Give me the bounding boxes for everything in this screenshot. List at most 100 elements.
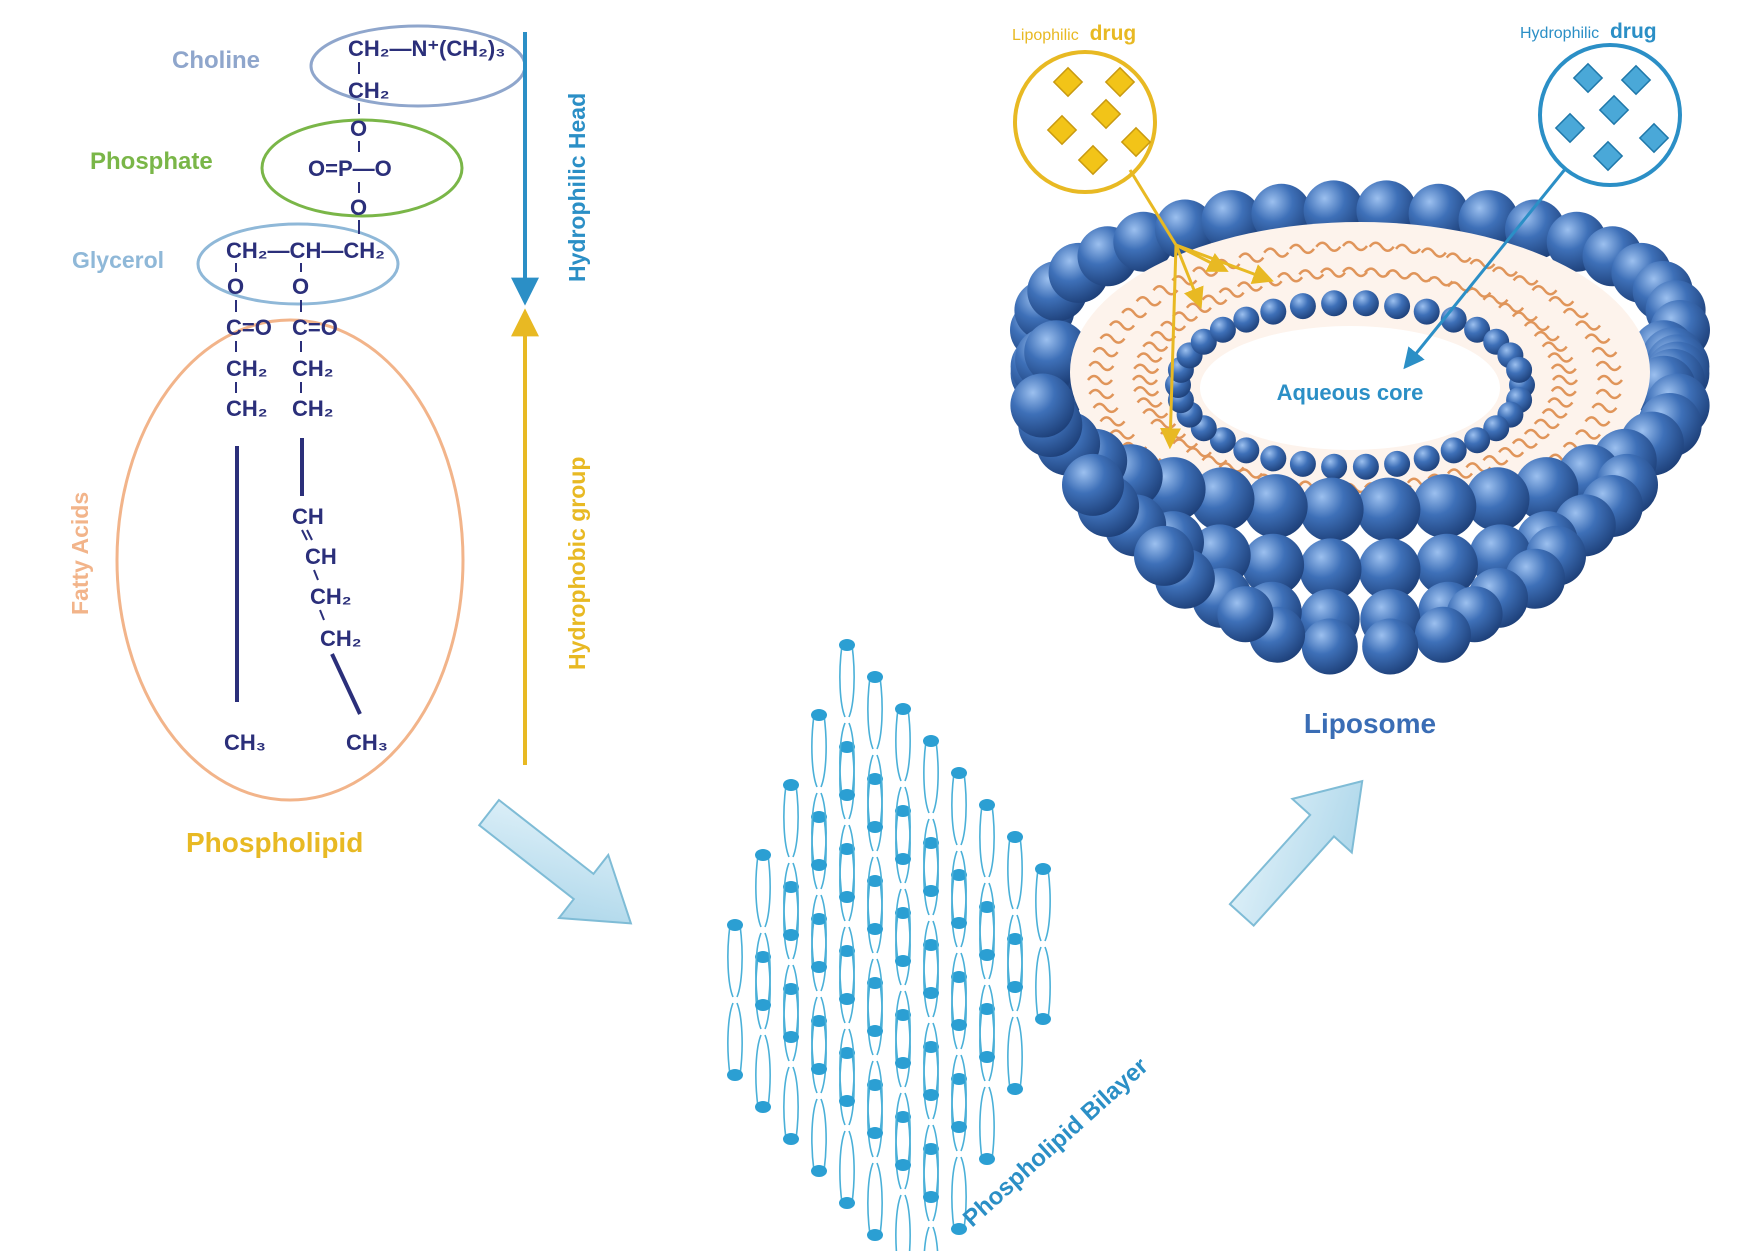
lipid-tail xyxy=(1099,416,1126,427)
lipid-tail xyxy=(1087,374,1113,386)
lipid-head xyxy=(811,913,827,925)
lipid-head xyxy=(811,1015,827,1027)
lipid-head xyxy=(951,869,967,881)
lipid-tail-pair xyxy=(839,824,855,898)
lipid-head xyxy=(1007,981,1023,993)
ch3-left: CH₃ xyxy=(224,730,266,755)
oxygen-right: O xyxy=(292,274,309,299)
lipid-tail-pair xyxy=(895,786,911,860)
lipophilic-molecule xyxy=(1120,126,1152,158)
lipid-head-sphere xyxy=(1243,474,1308,539)
lipid-tail-pair xyxy=(727,924,743,998)
lipophilic-drug: Lipophilic drug xyxy=(1012,22,1274,450)
lipid-tail-pair xyxy=(895,708,911,782)
lipid-tail xyxy=(1099,333,1126,344)
lipophilic-prefix: Lipophilic xyxy=(1012,27,1079,44)
lipid-head xyxy=(923,735,939,747)
lipid-tail-pair xyxy=(951,952,967,1026)
lipid-tail-pair xyxy=(783,886,799,960)
lipid-head xyxy=(895,1159,911,1171)
lipid-head xyxy=(867,821,883,833)
lipid-head xyxy=(951,917,967,929)
lipid-tail-pair xyxy=(1035,868,1051,942)
lipid-tail-pair xyxy=(867,1060,883,1134)
choline-ch2: CH₂ xyxy=(348,78,390,103)
lipid-tail-pair xyxy=(839,746,855,820)
lipid-head-sphere xyxy=(1299,538,1362,601)
lipid-tail-pair xyxy=(783,784,799,858)
lipid-tail xyxy=(1185,447,1212,458)
lipid-head xyxy=(839,741,855,753)
inner-lipid-head xyxy=(1413,445,1440,472)
phosphate-ellipse xyxy=(260,118,464,218)
lipophilic-pointer xyxy=(1175,243,1229,272)
lipid-head xyxy=(839,1095,855,1107)
hydrophilic-drug-label: Hydrophilic drug xyxy=(1520,20,1657,43)
lipid-tail xyxy=(1298,269,1325,280)
lipid-tail xyxy=(1575,320,1601,331)
lipid-tail xyxy=(1597,374,1623,386)
lipid-tail-pair xyxy=(811,996,827,1070)
lipid-head xyxy=(839,891,855,903)
carbonyl-right: C=O xyxy=(292,315,338,340)
inner-lipid-head xyxy=(1260,445,1287,472)
lipid-tail xyxy=(1498,302,1525,313)
lipid-head xyxy=(783,983,799,995)
hydrophilic-suffix: drug xyxy=(1610,20,1657,43)
lipid-tail xyxy=(1420,247,1447,258)
ch-alkene-2: CH xyxy=(305,544,337,569)
phosphate-label: Phosphate xyxy=(90,148,213,175)
lipid-head xyxy=(839,945,855,957)
lipid-tail-pair xyxy=(811,1098,827,1172)
lipophilic-pointer xyxy=(1128,169,1178,246)
lipid-tail xyxy=(1342,240,1368,252)
lipid-tail-pair xyxy=(867,982,883,1056)
lipid-head xyxy=(951,971,967,983)
lipid-head-sphere xyxy=(1242,533,1305,596)
fatty-acids-label: Fatty Acids xyxy=(67,492,93,615)
lipid-head xyxy=(923,1041,939,1053)
lipid-head xyxy=(923,1143,939,1155)
lipid-tail-pair xyxy=(895,912,911,986)
lipid-head xyxy=(727,1069,743,1081)
lipid-tail-pair xyxy=(1007,1016,1023,1090)
lipid-tail xyxy=(1092,346,1119,358)
inner-lipid-head xyxy=(1352,453,1379,480)
lipid-tail-pair xyxy=(979,1086,995,1160)
lipid-tail-pair xyxy=(895,810,911,884)
hydrophilic-molecule xyxy=(1592,140,1624,172)
liposome-label: Liposome xyxy=(1304,708,1436,739)
lipid-tail-pair xyxy=(755,956,771,1030)
lipid-tail xyxy=(1541,408,1568,419)
lipid-tail-pair xyxy=(979,1008,995,1082)
lipid-head-sphere xyxy=(1414,606,1471,663)
lipid-head xyxy=(895,805,911,817)
lipid-tail xyxy=(1218,287,1245,298)
glycerol-label: Glycerol xyxy=(72,247,164,273)
lipid-tail xyxy=(1088,388,1115,400)
lipid-tail-pair xyxy=(979,984,995,1058)
lipid-head xyxy=(1035,863,1051,875)
lipid-tail xyxy=(1552,374,1578,386)
lipid-head xyxy=(755,1101,771,1113)
lipophilic-molecule xyxy=(1077,144,1109,176)
lipid-tail-pair xyxy=(923,740,939,814)
lipid-tail xyxy=(1547,397,1574,408)
lipid-head xyxy=(979,901,995,913)
lipid-tail xyxy=(1591,402,1618,414)
lipophilic-pointer xyxy=(1174,244,1204,309)
lipid-head xyxy=(839,639,855,651)
lipid-tail-pair xyxy=(895,888,911,962)
lipid-head xyxy=(867,1127,883,1139)
hydrophilic-molecule xyxy=(1620,64,1652,96)
lipid-head xyxy=(867,1229,883,1241)
inner-lipid-head xyxy=(1384,293,1411,320)
bilayer-label: Phospholipid Bilayer xyxy=(958,1053,1153,1233)
lipid-head-sphere xyxy=(1217,586,1274,643)
lipid-head xyxy=(839,1197,855,1209)
lipid-tail xyxy=(1482,455,1509,466)
lipid-tail-pair xyxy=(867,856,883,930)
lipid-tail xyxy=(1595,360,1622,372)
lipid-tail-pair xyxy=(979,804,995,878)
lipid-head xyxy=(923,1089,939,1101)
